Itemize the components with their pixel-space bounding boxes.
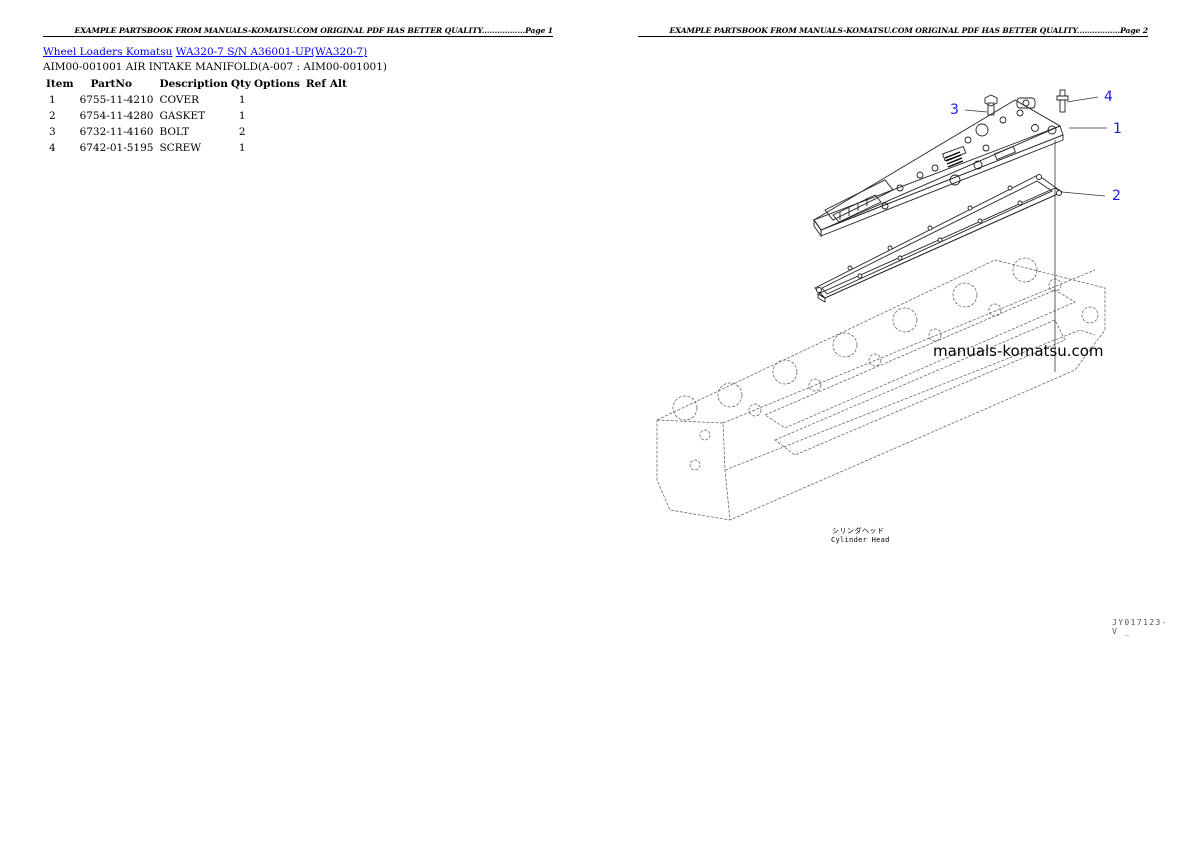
callout-4: 4 — [1104, 89, 1113, 105]
exploded-view-drawing — [656, 89, 1107, 521]
cell-item: 3 — [49, 125, 56, 138]
table-row: 3 6732-11-4160 BOLT 2 — [43, 124, 350, 140]
callout-1: 1 — [1113, 121, 1122, 137]
breadcrumb: Wheel Loaders Komatsu WA320-7 S/N A36001… — [43, 46, 367, 58]
screw-part — [1056, 89, 1069, 113]
col-options: Options — [254, 78, 300, 90]
page-header: EXAMPLE PARTSBOOK FROM MANUALS-KOMATSU.C… — [43, 26, 553, 37]
cell-item: 4 — [49, 141, 56, 154]
caption-english: Cylinder Head — [831, 536, 890, 544]
cell-partno: 6732-11-4160 — [79, 125, 154, 138]
page-header: EXAMPLE PARTSBOOK FROM MANUALS-KOMATSU.C… — [638, 26, 1148, 37]
page-title: AIM00-001001 AIR INTAKE MANIFOLD(A-007 :… — [43, 61, 387, 73]
cell-partno: 6754-11-4280 — [79, 109, 154, 122]
table-row: 4 6742-01-5195 SCREW 1 — [43, 140, 350, 156]
cell-qty: 1 — [238, 141, 246, 154]
col-alt: Alt — [329, 78, 347, 90]
breadcrumb-link-model[interactable]: WA320-7 S/N A36001-UP(WA320-7) — [175, 46, 368, 58]
gasket-part — [814, 174, 1063, 303]
caption-japanese: シリンダヘッド — [832, 527, 885, 535]
cell-qty: 1 — [238, 109, 246, 122]
cover-part — [813, 97, 1064, 238]
cell-item: 2 — [49, 109, 56, 122]
callout-3: 3 — [950, 102, 959, 118]
page-2: EXAMPLE PARTSBOOK FROM MANUALS-KOMATSU.C… — [595, 0, 1190, 842]
col-partno: PartNo — [90, 78, 132, 90]
cell-partno: 6742-01-5195 — [79, 141, 154, 154]
col-ref: Ref — [305, 78, 326, 90]
col-qty: Qty — [230, 78, 252, 90]
cell-description: COVER — [159, 93, 200, 106]
drawing-code: JY017123-V _ — [1112, 618, 1168, 636]
watermark-text: manuals-komatsu.com — [933, 342, 1104, 360]
cell-qty: 2 — [238, 125, 246, 138]
cylinder-head — [656, 257, 1106, 521]
cell-partno: 6755-11-4210 — [79, 93, 154, 106]
cell-description: SCREW — [159, 141, 202, 154]
cell-description: BOLT — [159, 125, 190, 138]
parts-table: Item PartNo Description Qty Options Ref … — [43, 77, 350, 156]
cell-description: GASKET — [159, 109, 206, 122]
cell-item: 1 — [49, 93, 56, 106]
page-1: EXAMPLE PARTSBOOK FROM MANUALS-KOMATSU.C… — [43, 26, 553, 156]
parts-diagram: 3 4 1 2 manuals-komatsu.com シリンダヘッド Cyli… — [635, 40, 1167, 680]
table-header-row: Item PartNo Description Qty Options Ref … — [43, 77, 350, 92]
cell-qty: 1 — [238, 93, 246, 106]
table-row: 1 6755-11-4210 COVER 1 — [43, 92, 350, 108]
callout-2: 2 — [1112, 188, 1121, 204]
col-description: Description — [159, 78, 228, 90]
col-item: Item — [46, 78, 74, 90]
breadcrumb-link-category[interactable]: Wheel Loaders Komatsu — [43, 46, 173, 58]
table-row: 2 6754-11-4280 GASKET 1 — [43, 108, 350, 124]
bolt-part — [984, 94, 998, 116]
